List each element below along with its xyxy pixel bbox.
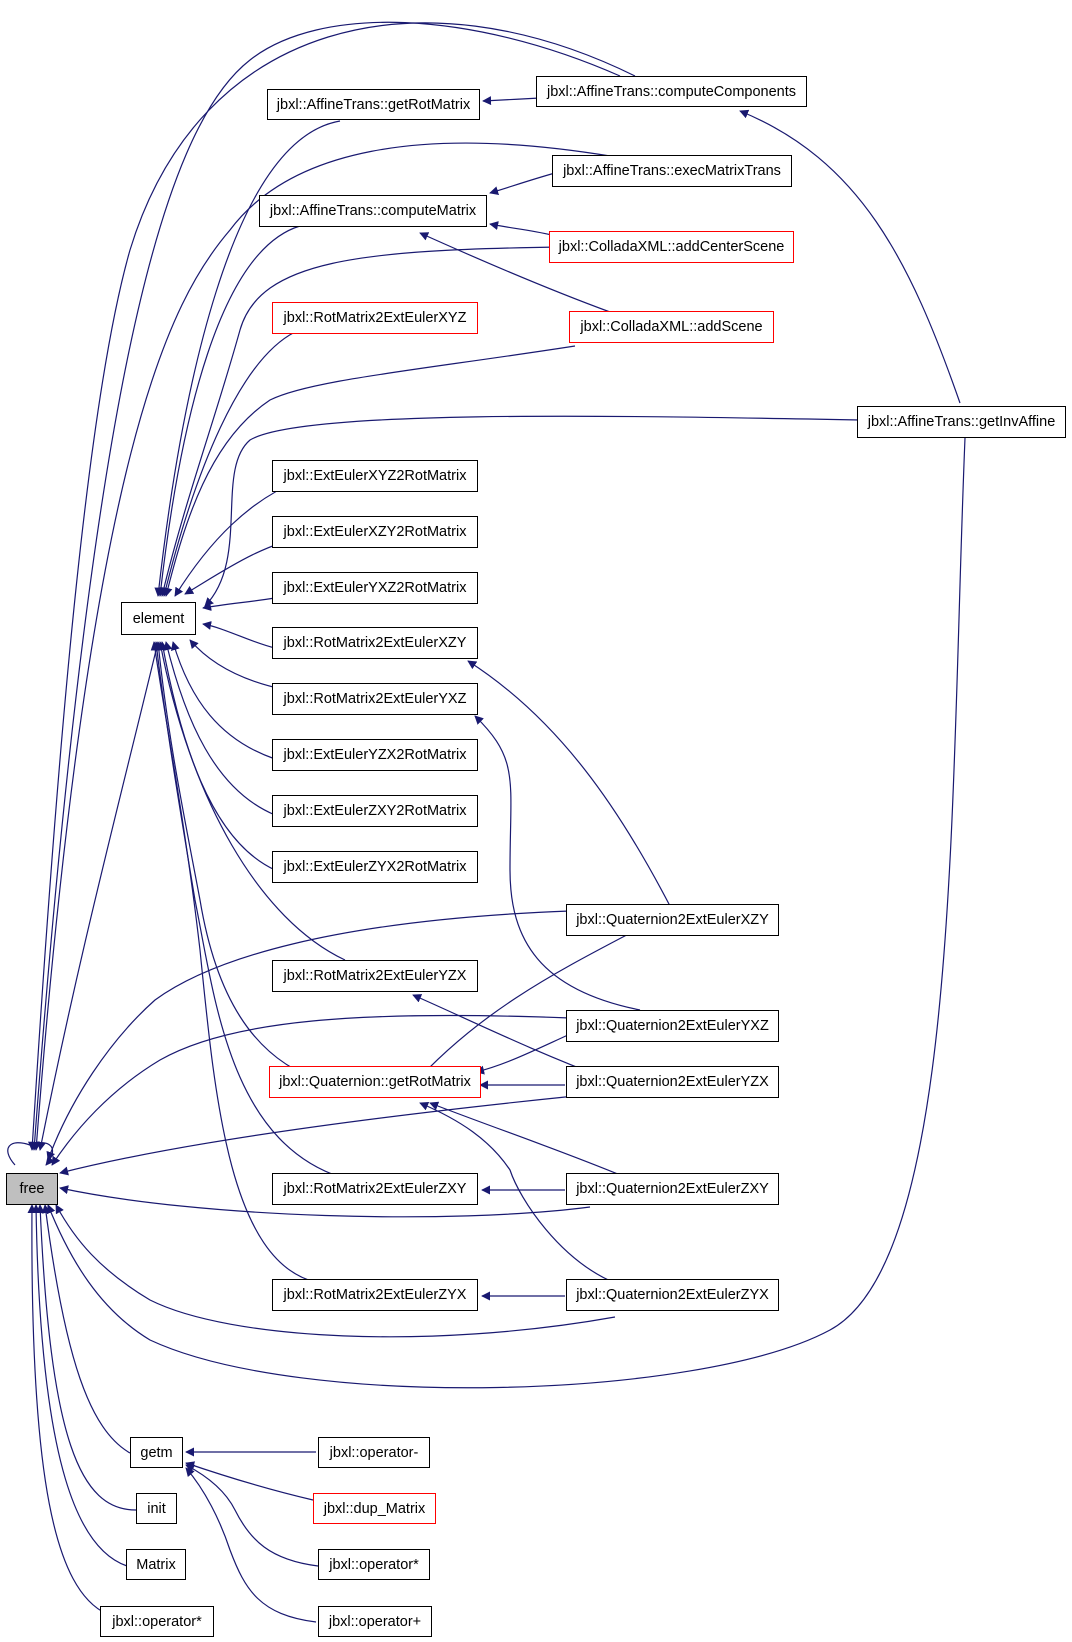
node-operator-minus[interactable]: jbxl::operator- — [318, 1437, 430, 1468]
edge-getinvaffine-to-computecomponents — [739, 109, 961, 404]
node-operator-mul[interactable]: jbxl::operator* — [318, 1549, 430, 1580]
edge-quatyxz-to-free — [51, 1014, 571, 1166]
edge-addcenterscene-to-element — [159, 246, 561, 597]
edge-dupmatrix-to-getm — [185, 1461, 314, 1501]
edge-quatxzy-to-free — [46, 910, 571, 1161]
node-affine-compute-components[interactable]: jbxl::AffineTrans::computeComponents — [536, 76, 807, 107]
node-quaternion2exteuler-yxz[interactable]: jbxl::Quaternion2ExtEulerYXZ — [566, 1010, 779, 1042]
edge-element-to-free — [37, 641, 159, 1151]
node-affine-exec-matrix-trans[interactable]: jbxl::AffineTrans::execMatrixTrans — [552, 155, 792, 187]
node-collada-add-scene[interactable]: jbxl::ColladaXML::addScene — [569, 311, 774, 343]
edge-zxy2rot-to-element — [163, 641, 276, 816]
node-rotmatrix2exteuler-zyx[interactable]: jbxl::RotMatrix2ExtEulerZYX — [272, 1279, 478, 1311]
edge-yxz2rot-to-element — [202, 597, 276, 611]
edge-quatzyx-to-free — [55, 1204, 616, 1338]
edge-quatyzx-to-free — [59, 1095, 576, 1176]
node-rotmatrix2exteuler-xyz[interactable]: jbxl::RotMatrix2ExtEulerXYZ — [272, 302, 478, 334]
node-quaternion2exteuler-zyx[interactable]: jbxl::Quaternion2ExtEulerZYX — [566, 1279, 779, 1311]
node-exteuler-yxz2rotmatrix[interactable]: jbxl::ExtEulerYXZ2RotMatrix — [272, 572, 478, 604]
node-affine-get-rot-matrix[interactable]: jbxl::AffineTrans::getRotMatrix — [267, 89, 480, 120]
node-rotmatrix2exteuler-yzx[interactable]: jbxl::RotMatrix2ExtEulerYZX — [272, 960, 478, 992]
edge-quatyxz-to-rotyxz — [474, 715, 641, 1011]
edge-execmatrixtrans-to-free — [32, 142, 611, 1151]
node-rotmatrix2exteuler-zxy[interactable]: jbxl::RotMatrix2ExtEulerZXY — [272, 1173, 478, 1205]
node-exteuler-yzx2rotmatrix[interactable]: jbxl::ExtEulerYZX2RotMatrix — [272, 739, 478, 771]
edge-getinvaffine-to-free — [46, 437, 966, 1389]
edge-zyx2rot-to-element — [159, 641, 276, 871]
edge-addscene-to-element — [163, 345, 576, 597]
node-exteuler-xzy2rotmatrix[interactable]: jbxl::ExtEulerXZY2RotMatrix — [272, 516, 478, 548]
node-getm[interactable]: getm — [130, 1437, 183, 1468]
edge-execmatrixtrans-to-computematrix — [489, 172, 556, 195]
edge-getinvaffine-to-element — [204, 415, 861, 607]
edge-computematrix-to-element — [156, 225, 301, 597]
edge-operatormulleft-to-free — [27, 1204, 108, 1615]
node-quaternion-get-rot-matrix[interactable]: jbxl::Quaternion::getRotMatrix — [269, 1066, 481, 1098]
edge-quatxzy-to-rotxzy — [467, 660, 671, 907]
edge-getrotmatrix-to-element — [154, 120, 341, 597]
node-affine-get-inv-affine[interactable]: jbxl::AffineTrans::getInvAffine — [857, 406, 1066, 438]
edge-quatzyx-to-quatgetrot — [419, 1102, 616, 1284]
node-quaternion2exteuler-yzx[interactable]: jbxl::Quaternion2ExtEulerYZX — [566, 1066, 779, 1098]
node-matrix[interactable]: Matrix — [126, 1549, 186, 1580]
node-collada-add-center-scene[interactable]: jbxl::ColladaXML::addCenterScene — [549, 231, 794, 263]
edge-getrotmatrix-to-free — [30, 21, 621, 1151]
node-exteuler-xyz2rotmatrix[interactable]: jbxl::ExtEulerXYZ2RotMatrix — [272, 460, 478, 492]
edge-quatzxy-to-quatgetrot — [429, 1101, 626, 1178]
node-exteuler-zxy2rotmatrix[interactable]: jbxl::ExtEulerZXY2RotMatrix — [272, 795, 478, 827]
edge-computecomponents-to-getrotmatrix — [482, 96, 541, 106]
edge-init-to-free — [35, 1204, 137, 1511]
edge-getm-to-free — [41, 1204, 131, 1454]
edge-rotxzy-to-element — [202, 621, 276, 649]
node-exteuler-zyx2rotmatrix[interactable]: jbxl::ExtEulerZYX2RotMatrix — [272, 851, 478, 883]
edge-matrix-to-free — [31, 1204, 128, 1567]
edge-quatzxy-to-free — [59, 1185, 591, 1218]
node-rotmatrix2exteuler-yxz[interactable]: jbxl::RotMatrix2ExtEulerYXZ — [272, 683, 478, 715]
edge-addcenterscene-to-computematrix — [489, 221, 553, 236]
node-dup-matrix[interactable]: jbxl::dup_Matrix — [313, 1493, 436, 1524]
node-rotmatrix2exteuler-xzy[interactable]: jbxl::RotMatrix2ExtEulerXZY — [272, 627, 478, 659]
node-affine-compute-matrix[interactable]: jbxl::AffineTrans::computeMatrix — [259, 195, 487, 227]
edge-quatxzy-to-quatgetrot — [410, 927, 641, 1088]
node-operator-plus[interactable]: jbxl::operator+ — [318, 1606, 432, 1637]
edge-free-self — [7, 1142, 55, 1166]
node-element[interactable]: element — [121, 602, 196, 635]
node-free: free — [6, 1173, 58, 1205]
node-operator-mul-left[interactable]: jbxl::operator* — [100, 1606, 214, 1637]
node-quaternion2exteuler-xzy[interactable]: jbxl::Quaternion2ExtEulerXZY — [566, 904, 779, 936]
edge-rotxyz-to-element — [161, 331, 296, 597]
node-quaternion2exteuler-zxy[interactable]: jbxl::Quaternion2ExtEulerZXY — [566, 1173, 779, 1205]
edge-opplus-to-getm — [185, 1467, 317, 1623]
edge-quatgetrot-to-element — [154, 641, 326, 1083]
edge-quatyxz-to-quatgetrot — [475, 1034, 569, 1075]
node-init[interactable]: init — [136, 1493, 177, 1524]
edge-rotzyx-to-element — [150, 641, 316, 1283]
edge-addscene-to-computematrix — [419, 232, 611, 313]
edge-opmul-to-getm — [185, 1464, 319, 1567]
edge-yzx2rot-to-element — [170, 641, 276, 760]
